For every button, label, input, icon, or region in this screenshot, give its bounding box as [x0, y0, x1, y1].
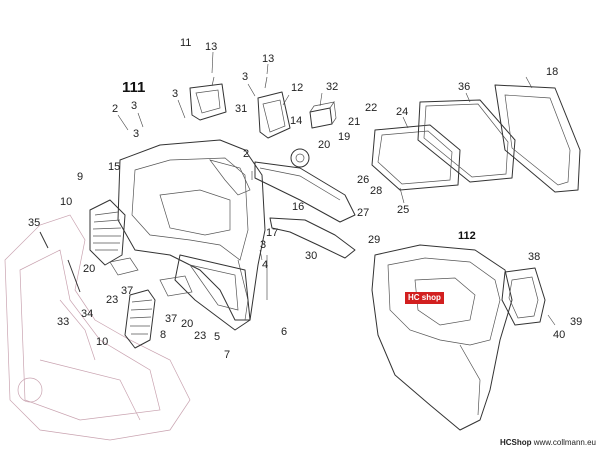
leg-shield-inner [117, 139, 266, 321]
callout-3: 3 [242, 71, 248, 83]
pocket-gasket [417, 99, 516, 183]
callout-2: 2 [112, 103, 118, 115]
side-strip [269, 217, 356, 259]
panel-12 [257, 91, 291, 139]
callout-21: 21 [348, 116, 360, 128]
leg-shield-lower [174, 254, 251, 331]
callout-3: 3 [131, 100, 137, 112]
callout-14: 14 [290, 115, 302, 127]
callout-9: 9 [77, 171, 83, 183]
callout-38: 38 [528, 251, 540, 263]
callout-5: 5 [214, 331, 220, 343]
leg-shield-112 [371, 244, 513, 431]
pocket-cover [494, 84, 581, 193]
hardware-small-parts [39, 76, 268, 300]
grille-left-upper [89, 199, 126, 266]
callout-2: 2 [243, 148, 249, 160]
callout-25: 25 [397, 204, 409, 216]
callout-37: 37 [121, 285, 133, 297]
horn [290, 148, 310, 168]
glovebox-lid [189, 83, 227, 121]
callout-20: 20 [181, 318, 193, 330]
footer-shop-name: HCShop [499, 438, 532, 447]
callout-3: 3 [133, 128, 139, 140]
callout-26: 26 [357, 174, 369, 186]
storage-pocket [371, 124, 461, 191]
scooter-frame-outline [4, 214, 191, 441]
callout-16: 16 [292, 201, 304, 213]
callout-24: 24 [396, 106, 408, 118]
callout-6: 6 [281, 326, 287, 338]
callout-3: 3 [260, 239, 266, 251]
connector-block [309, 101, 337, 129]
group-label-112: 112 [458, 230, 476, 242]
callout-7: 7 [224, 349, 230, 361]
callout-12: 12 [291, 82, 303, 94]
grille-left-lower [124, 289, 156, 349]
callout-36: 36 [458, 81, 470, 93]
callout-28: 28 [370, 185, 382, 197]
callout-23: 23 [194, 330, 206, 342]
callout-34: 34 [81, 308, 93, 320]
footer-credit: HCShop www.collmann.eu [500, 438, 596, 447]
callout-27: 27 [357, 207, 369, 219]
callout-11: 11 [180, 37, 191, 49]
front-moulding [254, 161, 356, 223]
callout-15: 15 [108, 161, 120, 173]
shop-badge: HC shop [405, 292, 444, 304]
callout-40: 40 [553, 329, 565, 341]
callout-8: 8 [160, 329, 166, 341]
group-label-111: 111 [122, 79, 145, 96]
callout-20: 20 [318, 139, 330, 151]
footer-url[interactable]: www.collmann.eu [533, 438, 596, 447]
callout-17: 17 [266, 227, 278, 239]
callout-19: 19 [338, 131, 350, 143]
callout-10: 10 [60, 196, 72, 208]
callout-31: 31 [235, 103, 247, 115]
callout-29: 29 [368, 234, 380, 246]
callout-13: 13 [205, 41, 217, 53]
callout-3: 3 [172, 88, 178, 100]
callout-35: 35 [28, 217, 40, 229]
callout-13: 13 [262, 53, 274, 65]
leader-lines [117, 51, 556, 326]
callout-32: 32 [326, 81, 338, 93]
callout-18: 18 [546, 66, 558, 78]
callout-33: 33 [57, 316, 69, 328]
callout-30: 30 [305, 250, 317, 262]
callout-37: 37 [165, 313, 177, 325]
callout-4: 4 [262, 259, 268, 271]
callout-39: 39 [570, 316, 582, 328]
callout-22: 22 [365, 102, 377, 114]
callout-10: 10 [96, 336, 108, 348]
callout-23: 23 [106, 294, 118, 306]
callout-20: 20 [83, 263, 95, 275]
panel-38 [501, 267, 546, 326]
